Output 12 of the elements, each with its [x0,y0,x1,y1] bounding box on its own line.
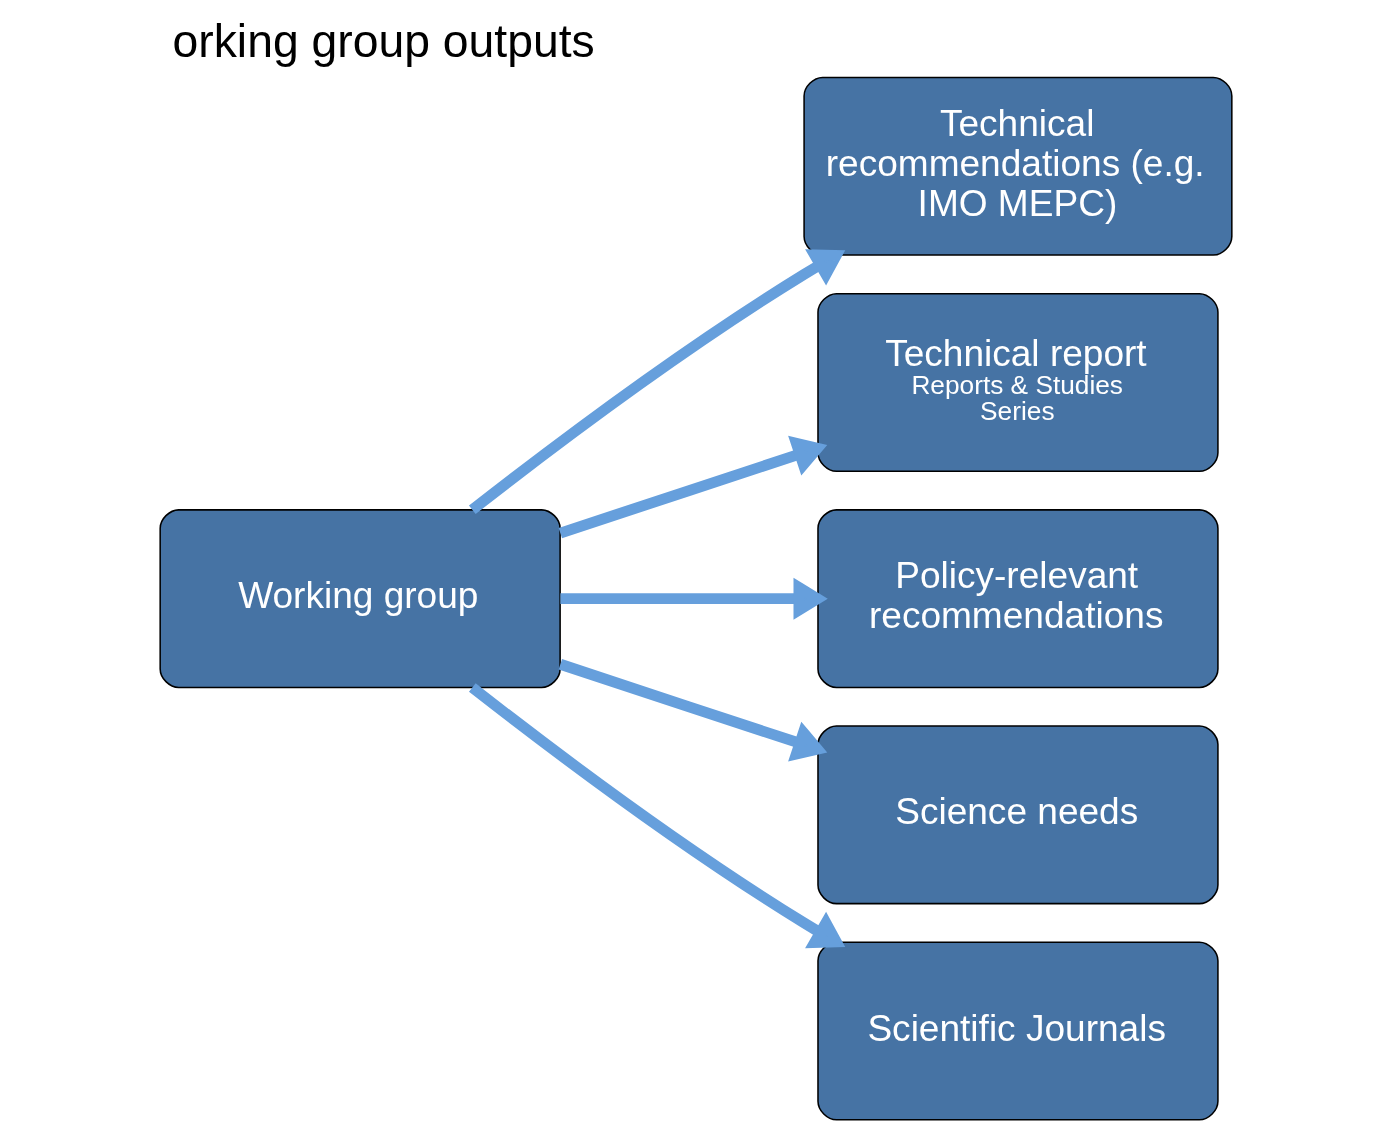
arrow [559,577,828,620]
arrow [468,683,845,949]
node-box: Technical report Reports & Studies Series [816,292,1219,473]
node-box: Working group [158,509,561,689]
node-box: Scientific Journals [816,941,1219,1121]
node-box: Science needs [816,725,1219,905]
arrow [558,435,827,539]
arrow [468,249,845,515]
diagram-title: orking group outputs [172,15,595,68]
node-box: Technical recommendations (e.g. IMO MEPC) [802,76,1233,256]
node-box: Policy-relevant recommendations [816,509,1219,689]
arrow [558,659,827,762]
